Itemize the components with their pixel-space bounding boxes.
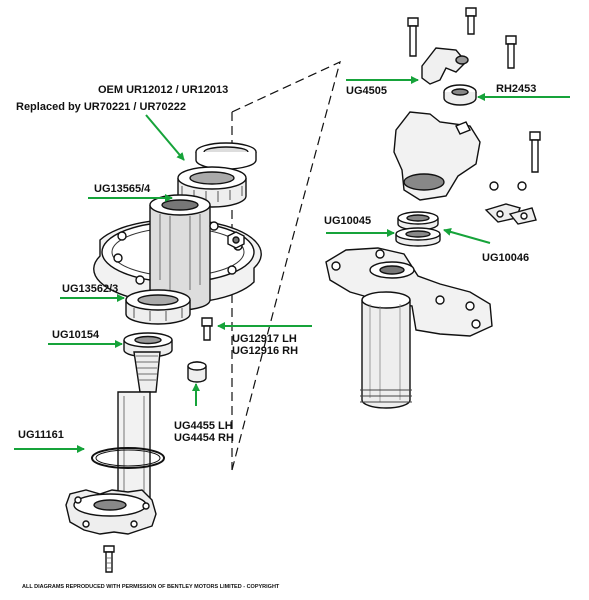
label-oem-seal: OEM UR12012 / UR12013	[98, 84, 229, 96]
ug4505-clamp-drawing	[421, 47, 469, 85]
label-ug11161: UG11161	[18, 429, 64, 441]
ug10046-washer-drawing	[395, 227, 441, 247]
label-ug13565: UG13565/4	[94, 183, 151, 195]
axle-carrier-drawing	[325, 247, 493, 409]
stub-axle-flange-drawing	[65, 489, 157, 535]
ug13562-bearing-drawing	[125, 289, 191, 325]
label-ug10046: UG10046	[482, 252, 530, 264]
arrow-oem	[145, 114, 185, 161]
hub-assembly	[65, 142, 262, 573]
rh2453-nut-drawing	[443, 84, 477, 106]
top-bolts-drawing	[407, 7, 541, 173]
ug11161-oring-drawing	[91, 447, 165, 469]
flange-bolt-drawing	[103, 545, 115, 573]
wheel-nut-drawing	[187, 361, 207, 383]
label-ug12917: UG12917 LH	[232, 333, 297, 345]
label-ug13562: UG13562/3	[62, 283, 119, 295]
callout-arrows	[14, 76, 570, 453]
swivel-assembly	[325, 7, 541, 409]
label-ug4505: UG4505	[346, 85, 387, 97]
label-ug10154: UG10154	[52, 329, 100, 341]
copyright-footer: ALL DIAGRAMS REPRODUCED WITH PERMISSION …	[22, 584, 280, 590]
hub-flange-drawing	[93, 194, 262, 311]
label-ug12916: UG12916 RH	[232, 345, 299, 357]
label-rh2453: RH2453	[496, 83, 537, 95]
label-replaced-by: Replaced by UR70221 / UR70222	[16, 101, 186, 113]
flange-nut-drawing	[227, 231, 245, 249]
oem-seal-drawing	[195, 142, 257, 170]
swivel-housing-drawing	[393, 111, 481, 201]
label-ug4454: UG4454 RH	[174, 432, 234, 444]
stub-axle-drawing	[117, 351, 161, 501]
arrow-ug10046	[443, 228, 491, 244]
link-parts-drawing	[484, 181, 537, 225]
label-ug4455: UG4455 LH	[174, 420, 233, 432]
wheel-stud-drawing	[201, 317, 213, 341]
label-ug10045: UG10045	[324, 215, 372, 227]
